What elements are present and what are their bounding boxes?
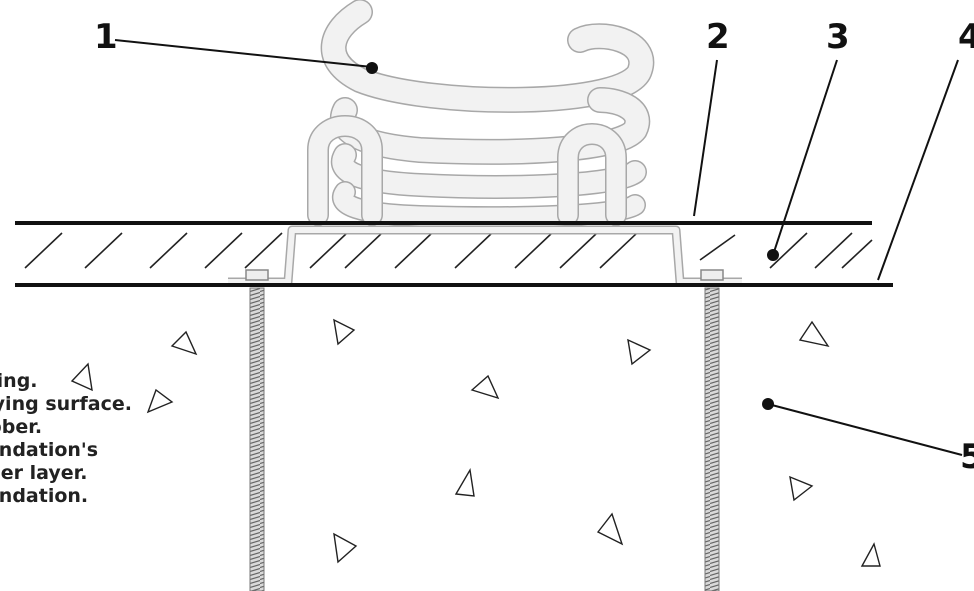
legend: Spring. Playing surface. Rubber. Foundat… bbox=[0, 370, 132, 508]
spring bbox=[307, 0, 655, 229]
legend-foundation: Foundation. bbox=[0, 485, 89, 507]
mounting-bracket bbox=[228, 225, 742, 287]
leader-5 bbox=[767, 403, 963, 456]
legend-rubber: Rubber. bbox=[0, 416, 43, 438]
foundation-aggregate bbox=[70, 318, 881, 567]
callout-3: 3 bbox=[826, 17, 850, 57]
callout-4: 4 bbox=[958, 17, 974, 57]
leader-3 bbox=[772, 59, 838, 256]
anchor-bolt-left bbox=[245, 269, 269, 591]
leader-2 bbox=[693, 59, 718, 217]
leader-1 bbox=[114, 39, 373, 68]
leader-lines bbox=[114, 39, 963, 456]
legend-spring: Spring. bbox=[0, 370, 38, 392]
leader-4 bbox=[877, 59, 959, 281]
callout-2: 2 bbox=[706, 17, 730, 57]
callout-5: 5 bbox=[960, 437, 974, 477]
legend-foundation-upper-2: upper layer. bbox=[0, 462, 88, 484]
rubber-layer bbox=[24, 232, 873, 269]
legend-playing-surface: Playing surface. bbox=[0, 393, 132, 415]
anchor-bolt-right bbox=[700, 269, 724, 591]
leader-dots bbox=[366, 62, 779, 410]
callout-1: 1 bbox=[94, 17, 118, 57]
legend-foundation-upper-1: Foundation's bbox=[0, 439, 99, 461]
